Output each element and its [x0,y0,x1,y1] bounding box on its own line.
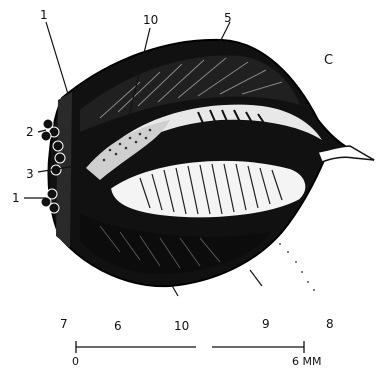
scale-bar [76,341,304,353]
label-6: 6 [114,320,122,332]
label-5: 5 [224,12,232,24]
label-3: 3 [26,168,34,180]
label-1-bottom: 1 [12,192,20,204]
panel-letter: C [324,54,333,67]
label-7: 7 [60,318,68,330]
label-2: 2 [26,126,34,138]
label-10-top: 10 [143,14,158,26]
label-8: 8 [326,318,334,330]
label-1-top: 1 [40,9,48,21]
scale-start: 0 [72,356,79,367]
scale-end: 6 MM [292,356,321,367]
label-10-bottom: 10 [174,320,189,332]
edge-stipple [279,243,315,291]
label-9: 9 [262,318,270,330]
